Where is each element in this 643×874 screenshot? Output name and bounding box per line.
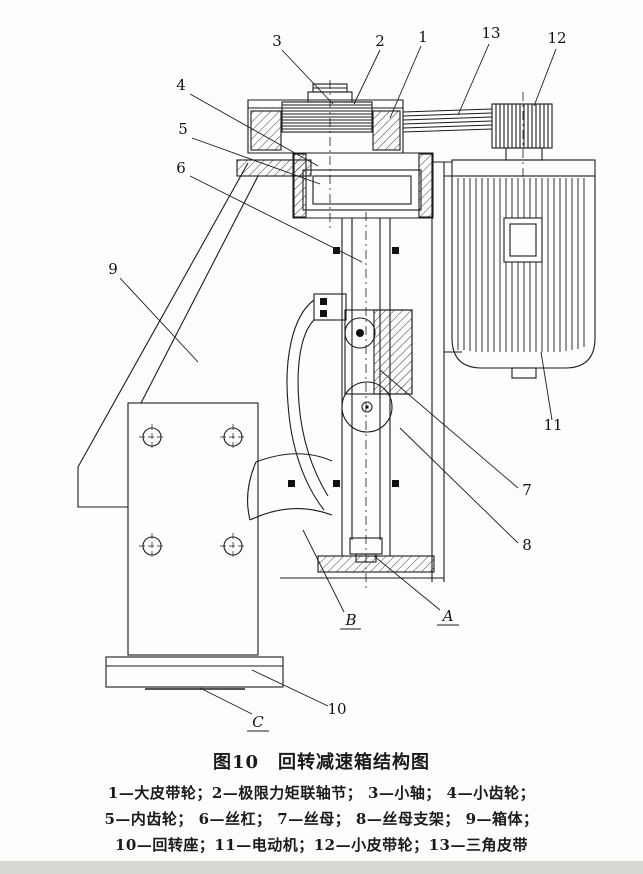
swivel-base bbox=[105, 656, 284, 690]
electric-motor bbox=[444, 159, 596, 379]
small-pulley bbox=[491, 103, 553, 161]
figure-legend: 1—大皮带轮；2—极限力矩联轴节； 3—小轴； 4—小齿轮； 5—内齿轮； 6—… bbox=[0, 780, 643, 858]
legend-line-3: 10—回转座；11—电动机；12—小皮带轮；13—三角皮带 bbox=[115, 836, 528, 854]
legend-line-1: 1—大皮带轮；2—极限力矩联轴节； 3—小轴； 4—小齿轮； bbox=[107, 784, 536, 802]
box-body bbox=[77, 161, 452, 582]
callout-1: 1 bbox=[418, 28, 428, 46]
mounting-plate bbox=[127, 402, 259, 656]
callout-8: 8 bbox=[522, 536, 532, 554]
nut-bracket bbox=[286, 293, 393, 511]
gear-housing bbox=[292, 152, 434, 219]
callout-3: 3 bbox=[272, 32, 282, 50]
callout-11: 11 bbox=[543, 416, 562, 434]
figure-caption: 图10 回转减速箱结构图 bbox=[212, 752, 431, 773]
page-bottom-edge bbox=[0, 861, 643, 874]
legend-line-2: 5—内齿轮； 6—丝杠； 7—丝母； 8—丝母支架； 9—箱体； bbox=[104, 810, 539, 828]
callout-10: 10 bbox=[327, 700, 346, 718]
callout-9: 9 bbox=[108, 260, 118, 278]
motor-cooling-fins bbox=[457, 178, 585, 352]
figure-drawing: 1 2 3 4 5 6 7 8 9 10 11 12 13 A B C bbox=[77, 24, 596, 732]
callout-12: 12 bbox=[547, 29, 566, 47]
callout-4: 4 bbox=[176, 76, 186, 94]
callout-5: 5 bbox=[178, 120, 188, 138]
large-pulley-grooves bbox=[282, 104, 372, 130]
section-label-c: C bbox=[252, 713, 264, 731]
large-pulley-housing bbox=[247, 99, 404, 154]
callout-13: 13 bbox=[481, 24, 500, 42]
section-label-b: B bbox=[344, 611, 356, 629]
screw-seat-plate bbox=[317, 555, 435, 573]
leader-lines bbox=[119, 43, 557, 715]
section-label-a: A bbox=[441, 607, 454, 625]
screw-nut bbox=[344, 309, 413, 395]
callout-labels: 1 2 3 4 5 6 7 8 9 10 11 12 13 A B C bbox=[108, 24, 566, 731]
hole-crosshairs bbox=[139, 424, 246, 559]
housing-ledge bbox=[236, 159, 312, 177]
callout-6: 6 bbox=[176, 159, 186, 177]
support-curves bbox=[247, 453, 333, 521]
section-letter-underlines bbox=[247, 624, 459, 732]
callout-7: 7 bbox=[522, 481, 532, 499]
v-belt bbox=[402, 108, 493, 133]
screw-lock-nuts bbox=[333, 247, 399, 487]
small-pulley-grooves bbox=[495, 104, 549, 148]
callout-2: 2 bbox=[375, 32, 385, 50]
